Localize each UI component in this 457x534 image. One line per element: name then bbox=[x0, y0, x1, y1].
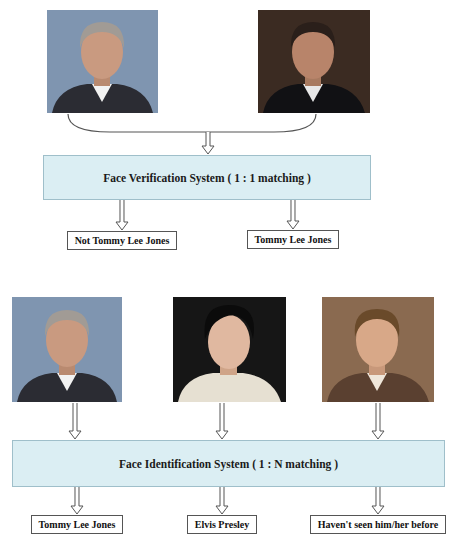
output-arrow bbox=[116, 200, 128, 230]
input-arrow bbox=[69, 403, 81, 439]
bracket-line bbox=[68, 114, 316, 132]
box-label: Elvis Presley bbox=[195, 519, 250, 530]
system-box: Face Verification System ( 1 : 1 matchin… bbox=[43, 155, 371, 200]
output-arrow bbox=[216, 487, 228, 514]
input-arrow bbox=[216, 403, 228, 439]
output-arrow bbox=[287, 200, 299, 229]
portrait-photo bbox=[173, 297, 286, 402]
input-arrow bbox=[372, 403, 384, 439]
box-label: Not Tommy Lee Jones bbox=[75, 235, 170, 246]
portrait-photo bbox=[47, 10, 158, 113]
portrait-photo bbox=[258, 10, 370, 113]
box-label: Haven't seen him/her before bbox=[318, 519, 438, 530]
box-label: Face Verification System ( 1 : 1 matchin… bbox=[103, 172, 311, 184]
portrait-photo bbox=[322, 297, 434, 402]
result-box: Haven't seen him/her before bbox=[310, 515, 446, 534]
box-label: Face Identification System ( 1 : N match… bbox=[119, 458, 338, 470]
output-arrow bbox=[372, 487, 384, 514]
input-arrow bbox=[202, 132, 214, 154]
box-label: Tommy Lee Jones bbox=[39, 519, 116, 530]
result-box: Not Tommy Lee Jones bbox=[67, 231, 178, 250]
system-box: Face Identification System ( 1 : N match… bbox=[12, 440, 445, 487]
output-arrow bbox=[71, 487, 83, 514]
result-box: Tommy Lee Jones bbox=[247, 230, 340, 249]
result-box: Tommy Lee Jones bbox=[31, 515, 124, 534]
result-box: Elvis Presley bbox=[187, 515, 258, 534]
portrait-photo bbox=[12, 297, 122, 402]
box-label: Tommy Lee Jones bbox=[255, 234, 332, 245]
